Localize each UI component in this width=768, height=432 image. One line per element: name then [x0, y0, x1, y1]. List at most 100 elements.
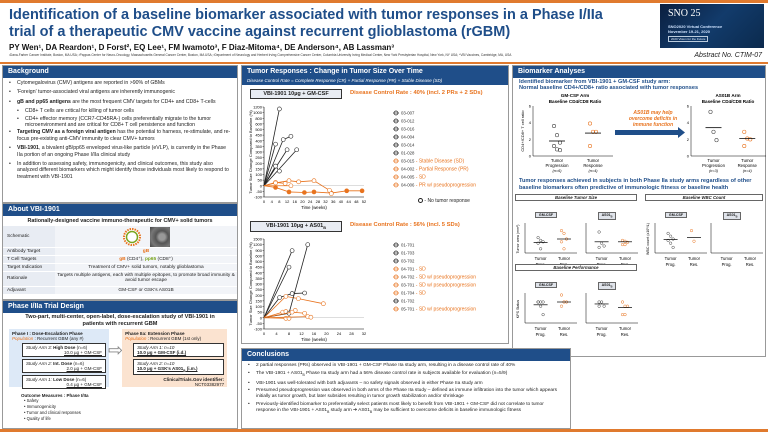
phase1-box: Phase I : Dose-Escalation Phase Populati…	[9, 329, 109, 389]
regardless-statement: Tumor responses achieved in subjects in …	[519, 178, 752, 191]
svg-text:Tumor: Tumor	[688, 256, 701, 261]
svg-text:Tumor area (mm²): Tumor area (mm²)	[516, 224, 520, 253]
svg-text:Tumor: Tumor	[551, 158, 564, 163]
phase2-box: Phase IIa: Extension Phase Population : …	[122, 329, 228, 387]
svg-text:0: 0	[687, 154, 690, 159]
trial-design-subtitle: Two-part, multi-center, open-label, dose…	[25, 314, 215, 327]
svg-text:Tumor: Tumor	[535, 256, 548, 261]
svg-text:4: 4	[529, 120, 532, 125]
svg-text:Res.: Res.	[560, 332, 569, 337]
svg-text:Res.: Res.	[621, 332, 630, 337]
about-row-schematic: Schematic	[3, 226, 237, 248]
svg-text:04-006 - PR w/ pseudoprogressi: 04-006 - PR w/ pseudoprogression	[401, 183, 476, 189]
svg-text:800: 800	[255, 116, 262, 121]
as01b-spider-plot: VBI-1901 10µg + AS01B Disease Control Rat…	[242, 217, 508, 349]
svg-text:(n=3): (n=3)	[709, 169, 719, 173]
evlp-schematic-icon	[123, 227, 141, 246]
svg-text:32: 32	[323, 199, 328, 204]
svg-text:16: 16	[293, 199, 298, 204]
background-heading: Background	[3, 66, 237, 78]
svg-text:03-015 - Stable Disease (SD): 03-015 - Stable Disease (SD)	[401, 159, 464, 165]
svg-text:1000: 1000	[253, 110, 263, 115]
biomarker-finding-2: Normal baseline CD4+/CD8+ ratio associat…	[519, 85, 699, 91]
svg-text:04-004: 04-004	[401, 135, 415, 140]
svg-text:100: 100	[255, 172, 262, 177]
svg-text:1200: 1200	[253, 242, 263, 247]
svg-text:03-701 - SD w/ pseudoprogressi: 03-701 - SD w/ pseudoprogression	[401, 283, 476, 289]
svg-text:12: 12	[299, 331, 304, 336]
svg-text:Tumor: Tumor	[741, 158, 754, 163]
conclusion-item: VBI-1901 was well-tolerated with both ad…	[248, 381, 564, 387]
svg-text:03-014: 03-014	[401, 143, 415, 148]
svg-text:24: 24	[337, 331, 342, 336]
svg-text:04-702 - SD w/ pseudoprogressi: 04-702 - SD w/ pseudoprogression	[401, 275, 476, 281]
svg-text:01-028: 01-028	[401, 151, 415, 156]
trial-design-panel: Phase I/IIa Trial Design Two-part, multi…	[2, 300, 238, 429]
svg-text:-100: -100	[254, 195, 263, 200]
svg-text:Tumor: Tumor	[744, 256, 757, 261]
svg-text:4: 4	[275, 331, 278, 336]
phase-diagram: Phase I : Dose-Escalation Phase Populati…	[3, 329, 237, 389]
svg-text:Time (weeks): Time (weeks)	[301, 205, 327, 210]
svg-text:Tumor: Tumor	[535, 326, 548, 331]
baseline-wbc-title: Baseline WBC Count	[645, 194, 763, 201]
svg-text:16: 16	[312, 331, 317, 336]
svg-text:01-704 - SD: 01-704 - SD	[401, 291, 426, 297]
svg-text:05-701 - SD w/ pseudoprogressi: 05-701 - SD w/ pseudoprogression	[401, 307, 476, 313]
svg-text:04-005 - SD: 04-005 - SD	[401, 175, 426, 181]
svg-text:6: 6	[529, 104, 532, 109]
svg-text:Tumor Size Change Compared to: Tumor Size Change Compared to Baseline (…	[248, 242, 253, 326]
svg-text:2: 2	[529, 137, 532, 142]
arrow-right-icon: ⇨	[108, 339, 124, 360]
outcome-item: • Immunogenicity	[24, 404, 56, 409]
outcome-item: • Safety	[24, 398, 39, 403]
svg-text:Response: Response	[738, 163, 758, 168]
svg-text:36: 36	[331, 199, 336, 204]
svg-text:300: 300	[255, 282, 262, 287]
svg-text:03-012: 03-012	[401, 119, 415, 124]
conclusions-heading: Conclusions	[242, 349, 570, 361]
outcome-measures: Outcome Measures : Phase I/IIa • Safety•…	[3, 387, 237, 422]
svg-text:50: 50	[258, 178, 263, 183]
arm-tag: GM-CSF	[534, 212, 558, 218]
svg-text:Res.: Res.	[690, 262, 699, 267]
conference-tagline: 2020 Vision for the Future	[668, 36, 709, 42]
svg-text:Prog.: Prog.	[722, 262, 732, 267]
svg-text:0: 0	[260, 315, 263, 320]
conclusions-list: 2 partial responses (PRs) observed in VB…	[242, 361, 570, 415]
svg-text:48: 48	[354, 199, 359, 204]
svg-text:150: 150	[255, 166, 262, 171]
svg-text:Progression: Progression	[546, 163, 570, 168]
authors: PY Wen¹, DA Reardon¹, D Forst², EQ Lee¹,…	[9, 43, 394, 52]
svg-text:8: 8	[278, 199, 281, 204]
svg-text:2: 2	[687, 137, 690, 142]
phase1-arms: Study Arm 3: High Dose (n=6)10.0 µg + GM…	[12, 343, 106, 389]
svg-text:20: 20	[300, 199, 305, 204]
svg-text:KPS Status: KPS Status	[516, 300, 520, 319]
svg-text:03-702: 03-702	[401, 259, 415, 264]
disease-control-rate: Disease Control Rate : 56% (incl. 5 SDs)	[350, 222, 460, 228]
background-item: In addition to assessing safety, immunog…	[9, 161, 231, 180]
chart-title: VBI-1901 10µg + AS01B	[250, 221, 342, 233]
svg-text:100: 100	[255, 304, 262, 309]
svg-text:04-002 - Partial Response (PR): 04-002 - Partial Response (PR)	[401, 167, 469, 173]
svg-text:01-701: 01-701	[401, 243, 415, 248]
background-item: CD4+ effector memory (CCR7-CD45RA-) cell…	[9, 116, 231, 129]
conclusion-item: Previously-identified biomarker to prefe…	[248, 402, 564, 416]
svg-text:50: 50	[258, 310, 263, 315]
about-subtitle: Rationally-designed vaccine immuno-thera…	[27, 218, 213, 224]
svg-text:-50: -50	[256, 321, 263, 326]
spider-plot-svg: -100-50050100150200250300350400450500600…	[248, 237, 476, 343]
svg-text:4: 4	[271, 199, 274, 204]
spider-plot-svg: -100-50050100150200250300350400450500600…	[248, 105, 476, 211]
svg-text:01-703: 01-703	[401, 251, 415, 256]
tumor-responses-subtitle: Disease Control Rate = Complete Response…	[242, 78, 508, 85]
background-item: gB and pp65 antigens are the most freque…	[9, 99, 231, 106]
background-item: VBI-1901, a bivalent gB/pp65 enveloped v…	[9, 145, 231, 158]
arm-tag: AS01B	[597, 282, 617, 290]
